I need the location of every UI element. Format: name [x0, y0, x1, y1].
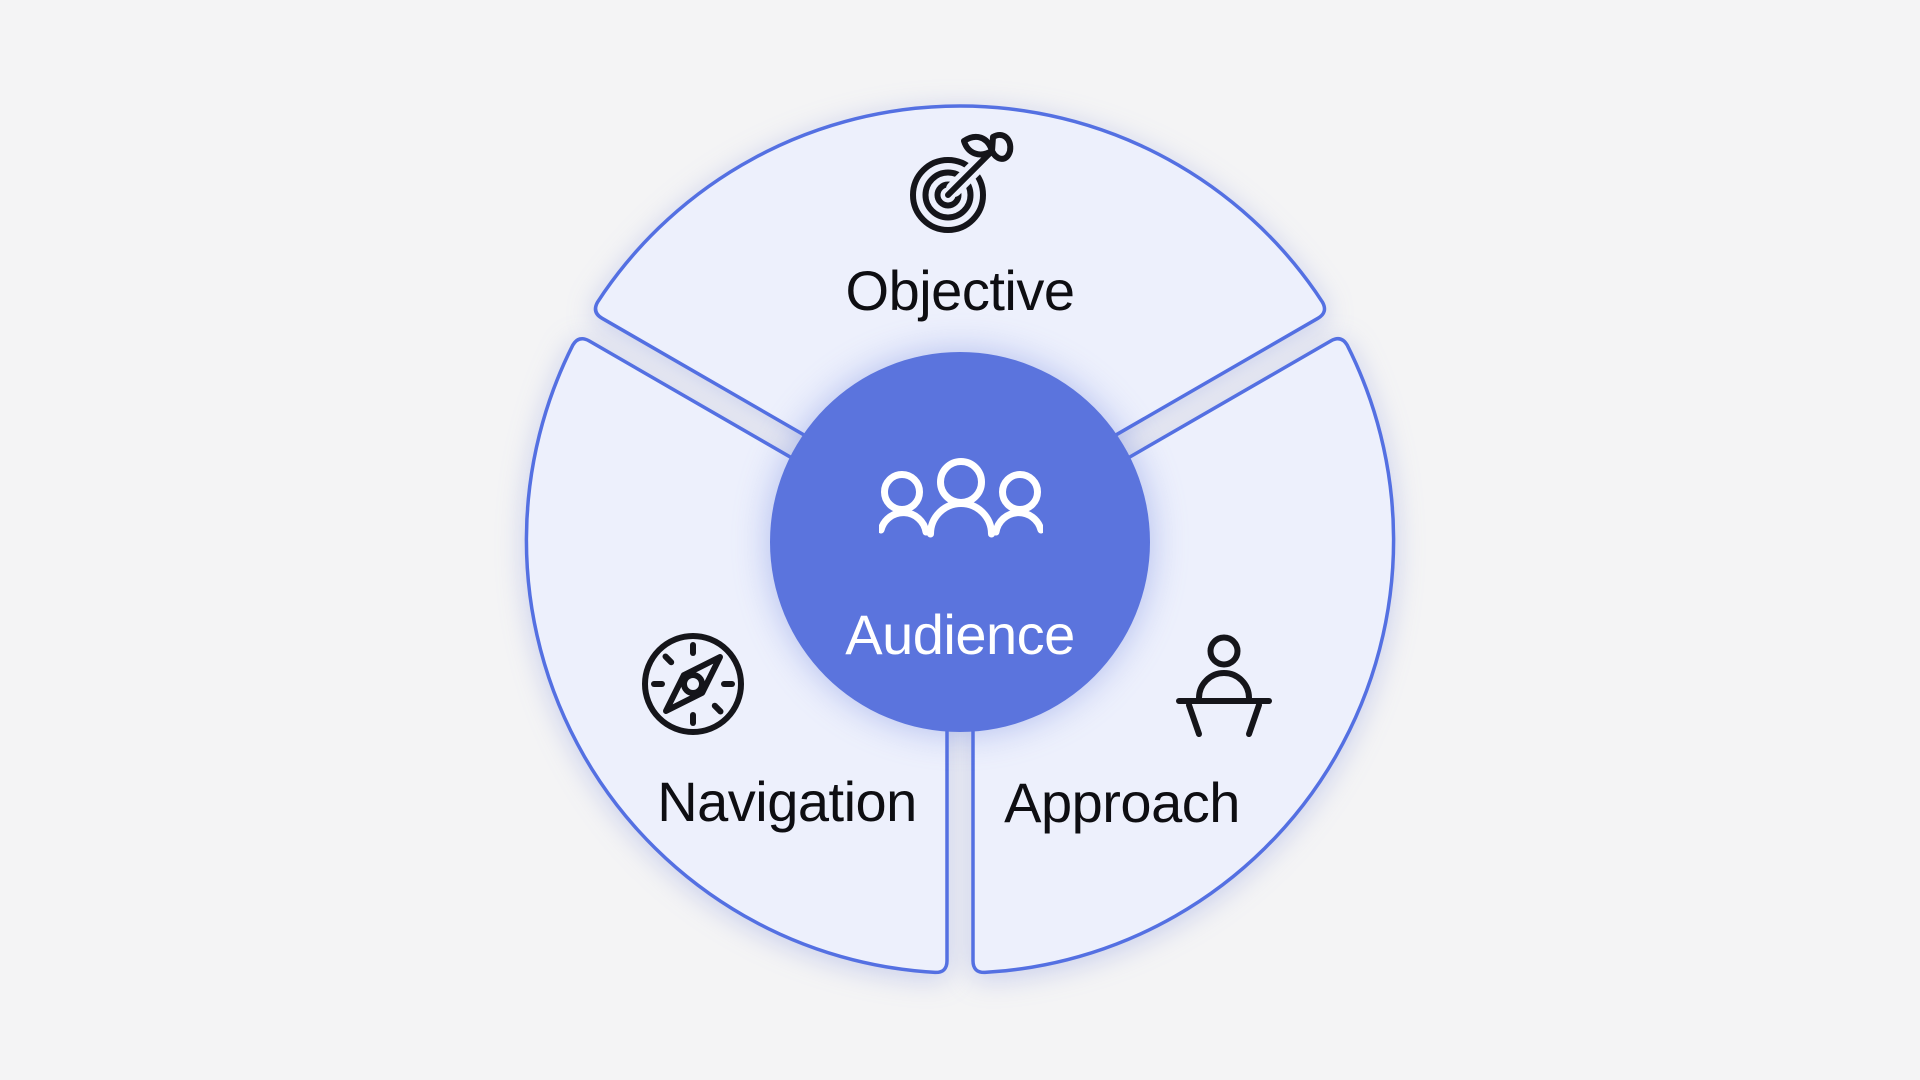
people-icon [879, 455, 1043, 539]
center-label: Audience [845, 603, 1075, 666]
segment-label-navigation: Navigation [657, 770, 917, 833]
compass-icon [641, 632, 745, 736]
segment-objective-shape [593, 104, 1327, 527]
segment-label-approach: Approach [1004, 771, 1240, 834]
center-circle [770, 352, 1150, 732]
lectern-icon [1175, 634, 1275, 738]
target-icon [904, 128, 1014, 238]
segment-label-objective: Objective [845, 259, 1075, 322]
